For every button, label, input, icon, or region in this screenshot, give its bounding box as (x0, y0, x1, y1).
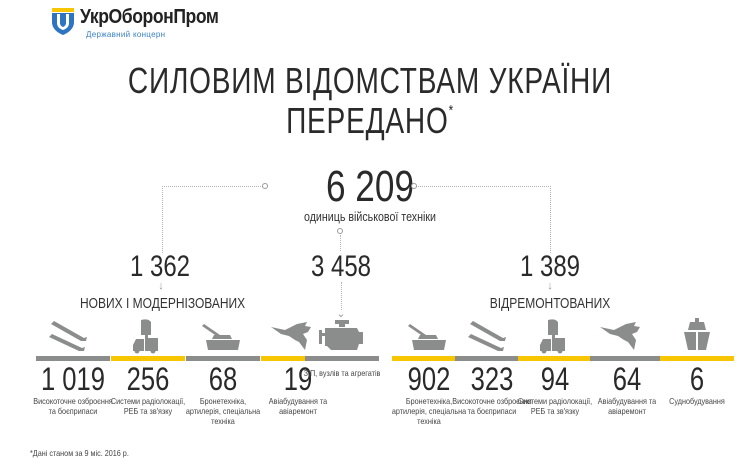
category-bar (111, 356, 185, 361)
item-description: Високоточне озброєння та боєприпаси (33, 396, 113, 416)
jet-icon (261, 318, 335, 354)
title-asterisk: * (448, 102, 454, 119)
item-description: Високоточне озброєння та боєприпаси (452, 396, 532, 416)
title-line-2: ПЕРЕДАНО* (81, 100, 658, 142)
ship-icon (660, 318, 734, 354)
item-value: 1 019 (40, 361, 106, 397)
radar-truck-icon (111, 318, 185, 354)
total-label: одиниць військової техніки (304, 209, 436, 224)
connector-node-right (411, 183, 417, 189)
new-label: НОВИХ І МОДЕРНІЗОВАНИХ (80, 295, 246, 312)
footnote: *Дані станом за 9 міс. 2016 р. (30, 448, 129, 458)
category-bar (660, 356, 734, 361)
shield-logo-icon (50, 6, 76, 36)
arrow-down-icon: ⌄ (336, 308, 346, 320)
item-value: 19 (283, 361, 313, 397)
category-bar (518, 356, 592, 361)
repaired-label: ВІДРЕМОНТОВАНИХ (489, 295, 611, 312)
connector-right (416, 186, 551, 253)
parts-value: 3 458 (310, 250, 372, 283)
title-line-1: СИЛОВИМ ВІДОМСТВАМ УКРАЇНИ (127, 60, 613, 101)
item-value: 6 (689, 361, 705, 397)
tank-icon (392, 318, 466, 354)
logo-name: УкрОборонПром (80, 6, 219, 28)
engine-icon (305, 318, 379, 354)
logo: УкрОборонПром Державний концерн (50, 6, 250, 46)
category-bar (186, 356, 260, 361)
connector-node-center (337, 228, 343, 234)
logo-subtitle: Державний концерн (86, 30, 166, 39)
item-value: 94 (540, 361, 570, 397)
title-line-2-text: ПЕРЕДАНО (286, 100, 449, 141)
item-value: 902 (407, 361, 451, 397)
item-description: Суднобудування (669, 396, 725, 406)
connector-left (162, 186, 263, 253)
category-bar (261, 356, 335, 361)
category-bar (455, 356, 529, 361)
new-value: 1 362 (129, 250, 191, 283)
item-description: Системи радіолокації, РЕБ та зв'язку (517, 396, 593, 416)
item-description: Авіабудування та авіаремонт (597, 396, 657, 416)
category-bar (305, 356, 379, 361)
item-description: Системи радіолокації, РЕБ та зв'язку (110, 396, 186, 416)
item-description: Бронетехніка, артилерія, спеціальна техн… (185, 396, 261, 426)
repaired-value: 1 389 (519, 250, 581, 283)
arrow-down-icon: ↓ (547, 280, 553, 292)
item-value: 323 (470, 361, 514, 397)
tank-icon (186, 318, 260, 354)
item-description: ЗІП, вузлів та агрегатів (303, 368, 381, 378)
item-description: Бронетехніка, артилерія, спеціальна техн… (391, 396, 467, 426)
arrow-down-icon: ↓ (158, 280, 164, 292)
missiles-icon (455, 318, 529, 354)
total-value: 6 209 (325, 162, 415, 211)
radar-truck-icon (518, 318, 592, 354)
item-value: 68 (208, 361, 238, 397)
item-value: 256 (126, 361, 170, 397)
jet-icon (590, 318, 664, 354)
item-value: 64 (612, 361, 642, 397)
category-bar (392, 356, 466, 361)
category-bar (590, 356, 664, 361)
connector-node-left (262, 183, 268, 189)
connector-center (340, 235, 341, 251)
category-bar (36, 356, 110, 361)
connector-parts (341, 282, 342, 310)
item-description: Авіабудування та авіаремонт (268, 396, 328, 416)
missiles-icon (36, 318, 110, 354)
